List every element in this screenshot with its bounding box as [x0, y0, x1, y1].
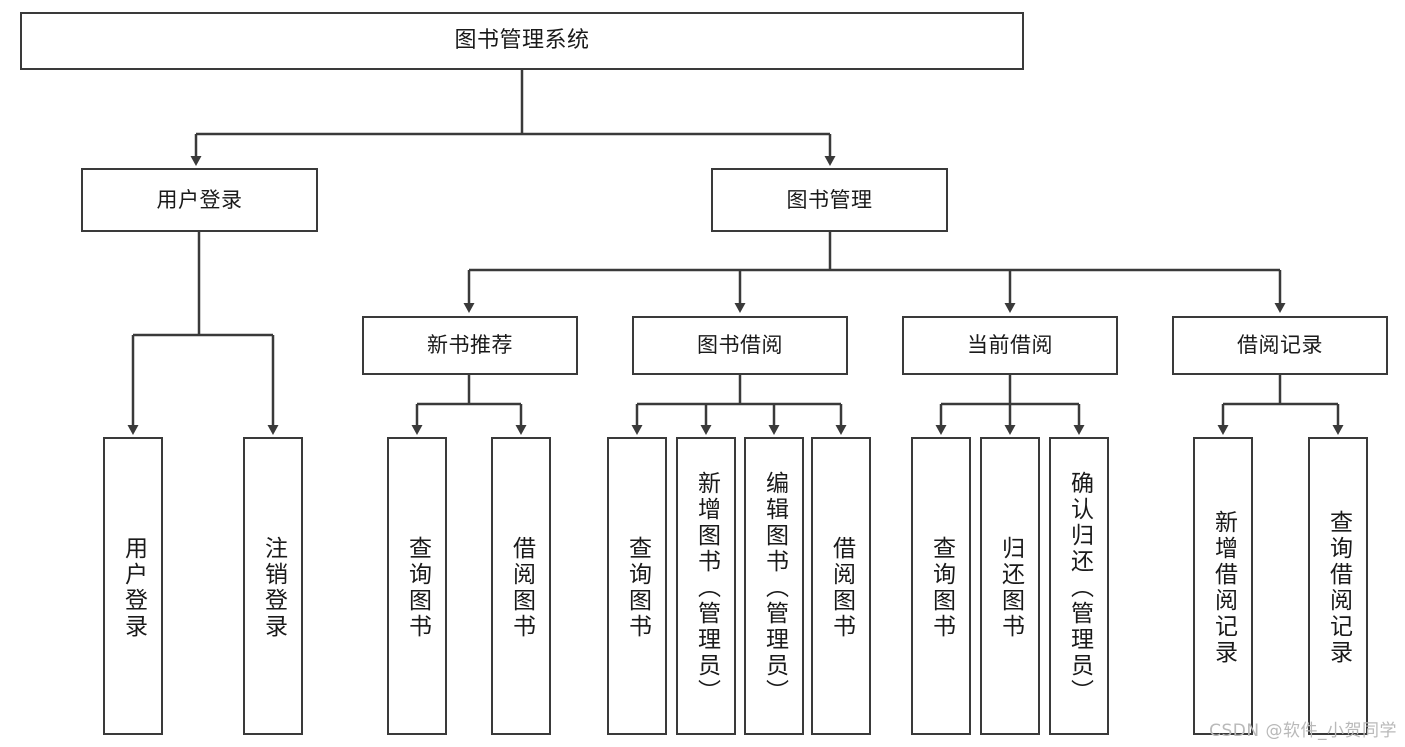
- leaf-logout[interactable]: 注销登录: [243, 437, 303, 735]
- leaf-borrow-book-2-label: 借阅图书: [828, 536, 855, 640]
- leaf-borrow-book-1-label: 借阅图书: [508, 536, 535, 640]
- leaf-add-book-label: 新增图书（管理员）: [693, 471, 720, 705]
- node-current-borrow-label: 当前借阅: [967, 333, 1053, 358]
- leaf-query-record[interactable]: 查询借阅记录: [1308, 437, 1368, 735]
- leaf-borrow-book-1[interactable]: 借阅图书: [491, 437, 551, 735]
- node-book-manage[interactable]: 图书管理: [711, 168, 948, 232]
- leaf-add-record[interactable]: 新增借阅记录: [1193, 437, 1253, 735]
- node-borrow-record-label: 借阅记录: [1237, 333, 1323, 358]
- leaf-return-book-label: 归还图书: [997, 536, 1024, 640]
- node-user-login-label: 用户登录: [156, 187, 243, 212]
- leaf-borrow-book-2[interactable]: 借阅图书: [811, 437, 871, 735]
- leaf-query-book-3[interactable]: 查询图书: [911, 437, 971, 735]
- leaf-query-book-1-label: 查询图书: [404, 536, 431, 640]
- node-new-book-rec-label: 新书推荐: [427, 333, 513, 358]
- node-book-manage-label: 图书管理: [786, 187, 873, 212]
- leaf-query-book-2-label: 查询图书: [624, 536, 651, 640]
- leaf-logout-label: 注销登录: [260, 536, 287, 640]
- leaf-edit-book[interactable]: 编辑图书（管理员）: [744, 437, 804, 735]
- node-user-login[interactable]: 用户登录: [81, 168, 318, 232]
- leaf-edit-book-label: 编辑图书（管理员）: [761, 471, 788, 705]
- node-current-borrow[interactable]: 当前借阅: [902, 316, 1118, 375]
- node-book-borrow-label: 图书借阅: [697, 333, 783, 358]
- leaf-add-book[interactable]: 新增图书（管理员）: [676, 437, 736, 735]
- leaf-query-book-2[interactable]: 查询图书: [607, 437, 667, 735]
- node-book-borrow[interactable]: 图书借阅: [632, 316, 848, 375]
- csdn-watermark: CSDN @软件_小贺同学: [1209, 721, 1397, 741]
- leaf-query-book-3-label: 查询图书: [928, 536, 955, 640]
- leaf-query-record-label: 查询借阅记录: [1325, 510, 1352, 666]
- leaf-confirm-return-label: 确认归还（管理员）: [1066, 471, 1093, 705]
- leaf-user-login[interactable]: 用户登录: [103, 437, 163, 735]
- node-new-book-rec[interactable]: 新书推荐: [362, 316, 578, 375]
- leaf-return-book[interactable]: 归还图书: [980, 437, 1040, 735]
- node-borrow-record[interactable]: 借阅记录: [1172, 316, 1388, 375]
- leaf-add-record-label: 新增借阅记录: [1210, 510, 1237, 666]
- leaf-user-login-label: 用户登录: [120, 536, 147, 640]
- leaf-confirm-return[interactable]: 确认归还（管理员）: [1049, 437, 1109, 735]
- leaf-query-book-1[interactable]: 查询图书: [387, 437, 447, 735]
- node-root-label: 图书管理系统: [454, 28, 590, 54]
- node-root[interactable]: 图书管理系统: [20, 12, 1024, 70]
